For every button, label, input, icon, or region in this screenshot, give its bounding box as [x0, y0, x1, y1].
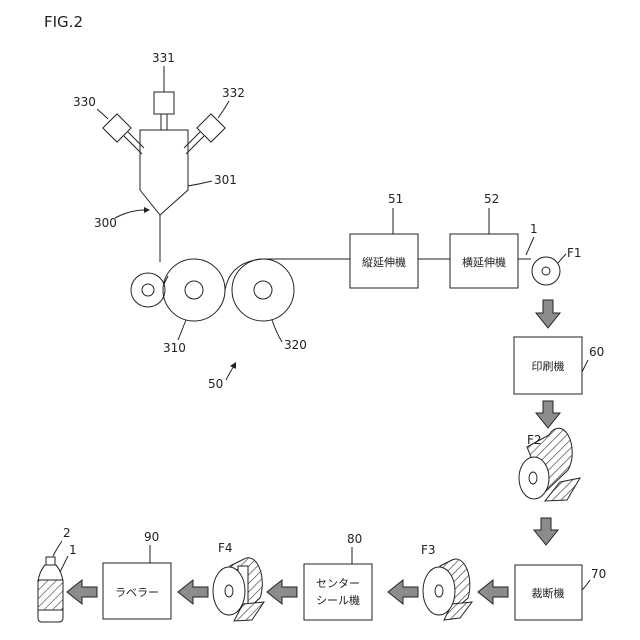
ref-F1: F1	[567, 246, 582, 260]
casting-rolls	[131, 259, 294, 321]
sealed-roll-f4	[213, 558, 264, 621]
extruder-hopper	[103, 92, 225, 262]
ref-52: 52	[484, 192, 499, 206]
ref-90: 90	[144, 530, 159, 544]
center-seal-label-line2: シール機	[316, 593, 360, 607]
ref-301: 301	[214, 173, 237, 187]
flow-arrow-7	[178, 580, 208, 604]
flow-arrow-1	[536, 300, 560, 328]
flow-arrow-8	[67, 580, 97, 604]
ref-70: 70	[591, 567, 606, 581]
ref-300: 300	[94, 216, 117, 230]
ref-F3: F3	[421, 543, 436, 557]
flow-arrow-4	[478, 580, 508, 604]
ref-51: 51	[388, 192, 403, 206]
labeled-bottle	[38, 557, 63, 622]
film-roll-f1	[532, 257, 560, 285]
center-seal-label-line1: センター	[316, 577, 360, 590]
ref-60: 60	[589, 345, 604, 359]
cutter-label: 裁断機	[532, 586, 565, 600]
transverse-stretcher-label: 横延伸機	[462, 255, 506, 269]
labeler-label: ラベラー	[115, 586, 159, 599]
ref-1-film: 1	[530, 222, 538, 236]
figure-title: FIG.2	[44, 13, 83, 31]
ref-331: 331	[152, 51, 175, 65]
flow-arrow-6	[267, 580, 297, 604]
ref-310: 310	[163, 341, 186, 355]
flow-arrow-2	[536, 401, 560, 428]
ref-F2: F2	[527, 433, 542, 447]
ref-332: 332	[222, 86, 245, 100]
ref-80: 80	[347, 532, 362, 546]
flow-arrow-3	[534, 518, 558, 545]
ref-50: 50	[208, 377, 223, 391]
ref-F4: F4	[218, 541, 233, 555]
ref-2: 2	[63, 526, 71, 540]
ref-330: 330	[73, 95, 96, 109]
center-seal-box	[304, 564, 372, 620]
ref-1-bottle: 1	[69, 543, 77, 557]
flow-arrow-5	[388, 580, 418, 604]
ref-320: 320	[284, 338, 307, 352]
cut-roll-f3	[423, 559, 472, 620]
printer-label: 印刷機	[532, 359, 565, 373]
longitudinal-stretcher-label: 縦延伸機	[362, 255, 406, 269]
